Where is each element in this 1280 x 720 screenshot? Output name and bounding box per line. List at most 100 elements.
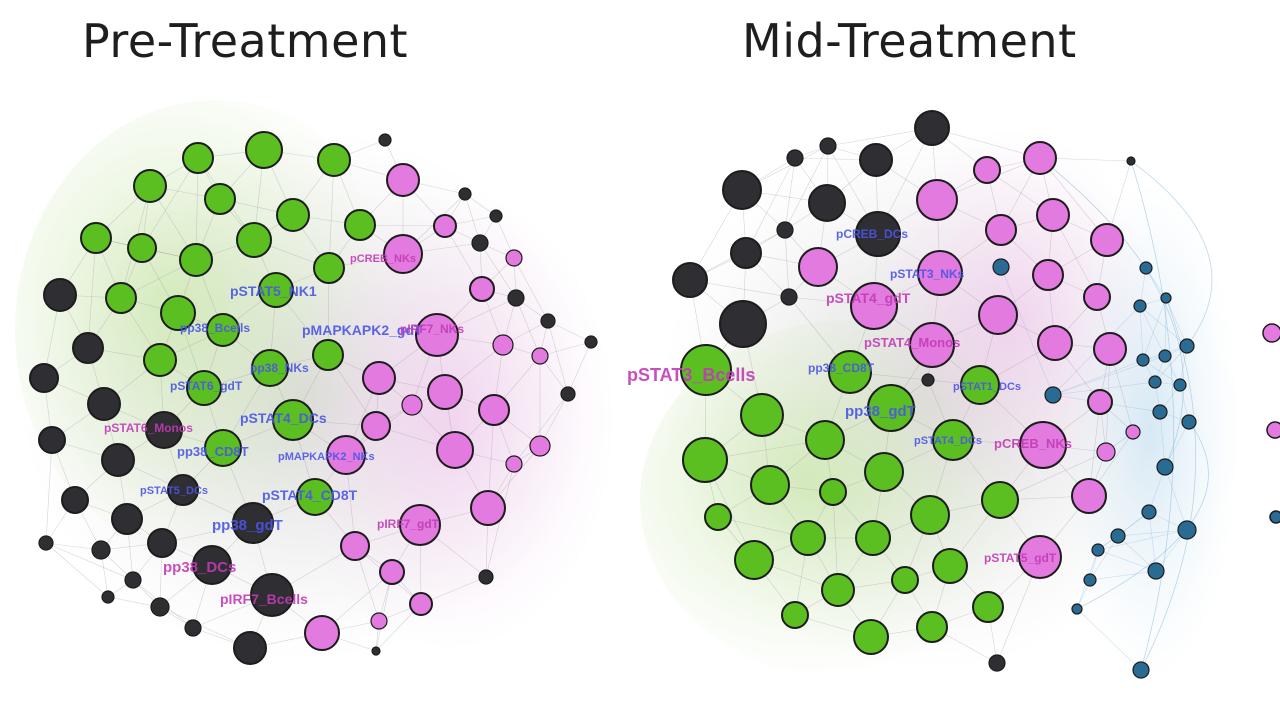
mid-treatment-node-54 — [821, 573, 855, 607]
pre-treatment-node-13 — [313, 252, 345, 284]
mid-treatment-node-30 — [828, 350, 872, 394]
pre-treatment-node-52 — [72, 332, 104, 364]
pre-treatment-node-71 — [505, 249, 523, 267]
pre-treatment-node-32 — [361, 411, 391, 441]
pre-treatment-node-65 — [492, 334, 514, 356]
mid-treatment-node-27 — [1037, 325, 1073, 361]
mid-treatment-node-49 — [910, 495, 950, 535]
mid-treatment-node-60 — [1125, 424, 1141, 440]
mid-treatment-node-26 — [909, 322, 955, 368]
pre-treatment-node-label: pp38_Bcells — [180, 321, 250, 335]
pre-treatment-node-38 — [232, 502, 274, 544]
pre-treatment-node-75 — [378, 133, 392, 147]
mid-treatment-node-20 — [992, 258, 1010, 276]
pre-treatment-node-label: pSTAT4_DCs — [240, 410, 327, 426]
mid-treatment-node-76 — [1083, 573, 1097, 587]
mid-treatment-node-37 — [682, 437, 728, 483]
mid-treatment-node-70 — [1156, 458, 1174, 476]
mid-treatment-node-55 — [781, 601, 809, 629]
pre-treatment-node-16 — [105, 282, 137, 314]
pre-treatment-node-61 — [478, 569, 494, 585]
mid-treatment-node-81 — [921, 373, 935, 387]
mid-treatment-node-66 — [1148, 375, 1162, 389]
pre-treatment-node-33 — [145, 411, 183, 449]
mid-treatment-node-57 — [853, 619, 889, 655]
mid-treatment-node-21 — [719, 300, 767, 348]
mid-treatment-node-28 — [1093, 332, 1127, 366]
mid-treatment-node-22 — [850, 282, 898, 330]
mid-treatment-node-72 — [1177, 520, 1197, 540]
mid-treatment-node-47 — [790, 520, 826, 556]
pre-treatment-node-67 — [560, 386, 576, 402]
pre-treatment-node-43 — [61, 486, 89, 514]
pre-treatment-node-6 — [204, 183, 236, 215]
pre-treatment-node-22 — [143, 343, 177, 377]
mid-treatment-node-52 — [932, 548, 968, 584]
mid-treatment-node-6 — [808, 184, 846, 222]
pre-treatment-node-78 — [101, 590, 115, 604]
mid-treatment-node-3 — [819, 137, 837, 155]
network-nodes — [29, 110, 1280, 679]
mid-treatment-node-45 — [1071, 478, 1107, 514]
pre-treatment-node-39 — [399, 504, 441, 546]
pre-treatment-node-28 — [272, 399, 314, 441]
pre-treatment-node-72 — [458, 187, 472, 201]
mid-treatment-node-77 — [1132, 661, 1150, 679]
mid-treatment-node-68 — [1152, 404, 1168, 420]
mid-treatment-node-10 — [730, 237, 762, 269]
pre-treatment-node-74 — [584, 335, 598, 349]
mid-treatment-node-16 — [1090, 223, 1124, 257]
mid-treatment-node-label: pSTAT5_gdT — [984, 551, 1057, 565]
mid-treatment-node-11 — [672, 262, 708, 298]
pre-treatment-node-41 — [111, 503, 143, 535]
pre-treatment-node-label: pIRF7_gdT — [377, 517, 440, 531]
pre-treatment-node-9 — [80, 222, 112, 254]
mid-treatment-node-58 — [916, 611, 948, 643]
mid-treatment-node-43 — [864, 452, 904, 492]
mid-treatment-node-78 — [1139, 261, 1153, 275]
mid-treatment-node-23 — [978, 295, 1018, 335]
mid-treatment-node-53 — [1018, 535, 1062, 579]
pre-treatment-node-label: pSTAT5_DCs — [140, 485, 208, 497]
pre-treatment-node-70 — [471, 234, 489, 252]
pre-treatment-node-11 — [179, 243, 213, 277]
mid-treatment-node-39 — [932, 419, 974, 461]
pre-treatment-node-54 — [38, 426, 66, 454]
pre-treatment-node-51 — [43, 278, 77, 312]
mid-treatment-node-63 — [1179, 338, 1195, 354]
cropped-panel-node-3 — [1269, 510, 1280, 524]
pre-treatment-node-37 — [296, 478, 334, 516]
pre-treatment-node-23 — [251, 349, 289, 387]
pre-treatment-node-label: pIRF7_Bcells — [220, 591, 308, 607]
mid-treatment-node-32 — [1044, 386, 1062, 404]
mid-treatment-node-15 — [1036, 198, 1070, 232]
mid-treatment-node-48 — [855, 520, 891, 556]
pre-treatment-node-29 — [204, 429, 242, 467]
mid-treatment-node-label: pSTAT4_gdT — [826, 290, 911, 306]
mid-treatment-node-50 — [734, 540, 774, 580]
pre-treatment-node-label: pp38_CD8T — [177, 444, 249, 459]
mid-treatment-node-80 — [1071, 603, 1083, 615]
pre-treatment-node-label: pSTAT4_CD8T — [262, 487, 358, 503]
pre-treatment-node-label: pp38_DCs — [163, 559, 236, 576]
pre-treatment-node-label: pSTAT6_Monos — [104, 421, 193, 435]
pre-treatment-node-30 — [326, 435, 366, 475]
mid-treatment-node-label: pp38_CD8T — [808, 361, 875, 375]
pre-treatment-node-26 — [362, 361, 396, 395]
pre-treatment-node-68 — [540, 313, 556, 329]
pre-treatment-node-66 — [531, 347, 549, 365]
pre-treatment-node-1 — [133, 169, 167, 203]
pre-treatment-node-19 — [206, 313, 240, 347]
mid-treatment-node-75 — [1147, 562, 1165, 580]
pre-treatment-node-58 — [150, 597, 170, 617]
mid-treatment-node-65 — [1136, 353, 1150, 367]
pre-treatment-node-31 — [436, 431, 474, 469]
pre-treatment-node-69 — [507, 289, 525, 307]
pre-treatment-node-label: pp38_gdT — [212, 517, 283, 534]
mid-treatment-node-label: pSTAT1_DCs — [953, 381, 1021, 393]
pre-treatment-node-label: pIRF7_NKs — [400, 322, 464, 336]
pre-treatment-node-46 — [340, 531, 370, 561]
mid-treatment-node-label: pp38_gdT — [845, 403, 916, 420]
mid-treatment-node-69 — [1181, 414, 1197, 430]
